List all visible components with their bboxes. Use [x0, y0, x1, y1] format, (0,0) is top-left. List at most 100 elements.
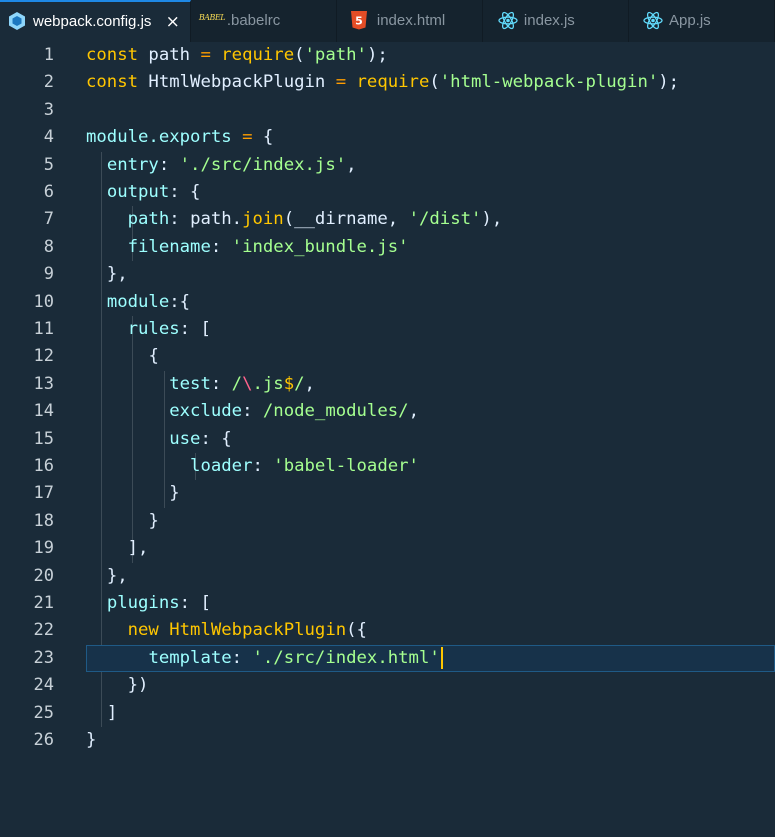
code-token: HtmlWebpackPlugin [138, 72, 336, 93]
code-text[interactable]: } [86, 508, 159, 535]
code-text[interactable]: output: { [86, 179, 201, 206]
tab-index-html[interactable]: 5 index.html [337, 0, 483, 42]
code-line[interactable]: 24 }) [0, 672, 775, 699]
line-number: 14 [33, 401, 54, 422]
code-token [159, 620, 169, 640]
code-text[interactable]: template: './src/index.html' [86, 645, 443, 672]
code-token: './src/index.html' [252, 647, 440, 668]
code-token: : [169, 209, 191, 230]
code-token: : [ [179, 319, 211, 339]
code-line[interactable]: 13 test: /\.js$/, [0, 371, 775, 398]
code-line[interactable]: 3 [0, 97, 775, 124]
code-text[interactable]: plugins: [ [86, 590, 211, 617]
code-line[interactable]: 9 }, [0, 261, 775, 288]
line-number: 12 [33, 346, 54, 367]
indent-guide [132, 316, 134, 563]
code-text[interactable]: entry: './src/index.js', [86, 152, 357, 179]
line-number: 9 [43, 264, 54, 285]
code-token: join [242, 209, 284, 230]
code-token: module.exports [86, 127, 232, 148]
code-text[interactable]: ] [86, 700, 117, 727]
line-number: 7 [43, 209, 54, 230]
close-tab-icon[interactable]: × [165, 12, 180, 32]
code-text[interactable]: }, [86, 563, 128, 590]
code-token: __dirname [294, 209, 388, 230]
code-text[interactable]: filename: 'index_bundle.js' [86, 234, 409, 261]
code-line[interactable]: 7 path: path.join(__dirname, '/dist'), [0, 206, 775, 233]
line-number: 5 [43, 154, 54, 175]
code-text[interactable]: { [86, 343, 158, 370]
code-token: HtmlWebpackPlugin [169, 620, 347, 641]
code-text[interactable]: loader: 'babel-loader' [86, 453, 419, 480]
code-line[interactable]: 11 rules: [ [0, 316, 775, 343]
code-text[interactable]: test: /\.js$/, [86, 371, 315, 398]
code-token [86, 264, 107, 284]
code-text[interactable]: path: path.join(__dirname, '/dist'), [86, 206, 503, 233]
code-token: :{ [169, 291, 191, 312]
code-text[interactable]: new HtmlWebpackPlugin({ [86, 617, 367, 644]
code-line[interactable]: 6 output: { [0, 179, 775, 206]
code-token: , [304, 373, 315, 394]
code-line[interactable]: 14 exclude: /node_modules/, [0, 398, 775, 425]
code-token: : [252, 456, 274, 476]
tab-babelrc[interactable]: BABEL .babelrc [191, 0, 337, 42]
tab-index-js[interactable]: index.js [483, 0, 629, 42]
code-token: \ [242, 373, 253, 394]
code-token: , [387, 209, 409, 230]
tab-label: index.html [376, 12, 446, 29]
code-token: ] [106, 702, 118, 723]
tab-webpack-config[interactable]: webpack.config.js × [0, 0, 191, 42]
code-token: = [200, 45, 211, 65]
code-line[interactable]: 5 entry: './src/index.js', [0, 152, 775, 179]
code-line[interactable]: 17 } [0, 480, 775, 507]
code-text[interactable]: use: { [86, 426, 231, 453]
line-number: 11 [33, 319, 54, 339]
code-line[interactable]: 26} [0, 727, 775, 754]
code-line[interactable]: 19 ], [0, 535, 775, 562]
code-line[interactable]: 8 filename: 'index_bundle.js' [0, 234, 775, 261]
code-token: : [231, 647, 253, 668]
code-line[interactable]: 18 } [0, 508, 775, 535]
code-text[interactable]: }, [86, 261, 128, 288]
code-token: : [210, 236, 232, 257]
code-token: ( [429, 72, 440, 93]
code-token: path [127, 209, 170, 230]
line-number: 6 [43, 182, 54, 202]
webpack-icon [8, 11, 26, 31]
code-token [86, 675, 128, 695]
code-token: , [408, 401, 419, 422]
indent-guide [195, 453, 197, 481]
code-token [86, 620, 128, 640]
code-line[interactable]: 10 module:{ [0, 289, 775, 316]
code-line[interactable]: 23 template: './src/index.html' [0, 644, 775, 673]
code-line[interactable]: 21 plugins: [ [0, 590, 775, 617]
code-token: template [148, 647, 232, 668]
code-text[interactable]: const path = require('path'); [86, 42, 388, 69]
code-token: ], [127, 538, 149, 559]
code-text[interactable]: exclude: /node_modules/, [86, 398, 419, 425]
code-line[interactable]: 15 use: { [0, 426, 775, 453]
code-text[interactable]: }) [86, 672, 149, 699]
code-token [86, 209, 128, 229]
line-number: 10 [33, 291, 54, 312]
code-token: } [148, 510, 159, 531]
code-token: / [231, 373, 243, 394]
code-line[interactable]: 16 loader: 'babel-loader' [0, 453, 775, 480]
tab-app-js[interactable]: App.js [629, 0, 775, 42]
code-line[interactable]: 25 ] [0, 700, 775, 727]
code-text[interactable]: rules: [ [86, 316, 211, 343]
code-text[interactable]: module.exports = { [86, 124, 273, 151]
code-line[interactable]: 20 }, [0, 563, 775, 590]
code-text[interactable]: const HtmlWebpackPlugin = require('html-… [86, 69, 679, 96]
code-line[interactable]: 12 { [0, 343, 775, 370]
code-text[interactable]: } [86, 480, 179, 507]
code-text[interactable]: } [86, 727, 96, 754]
code-text[interactable]: ], [86, 535, 149, 562]
code-line[interactable]: 22 new HtmlWebpackPlugin({ [0, 617, 775, 644]
code-text[interactable]: module:{ [86, 289, 190, 316]
code-token: ), [481, 209, 503, 230]
